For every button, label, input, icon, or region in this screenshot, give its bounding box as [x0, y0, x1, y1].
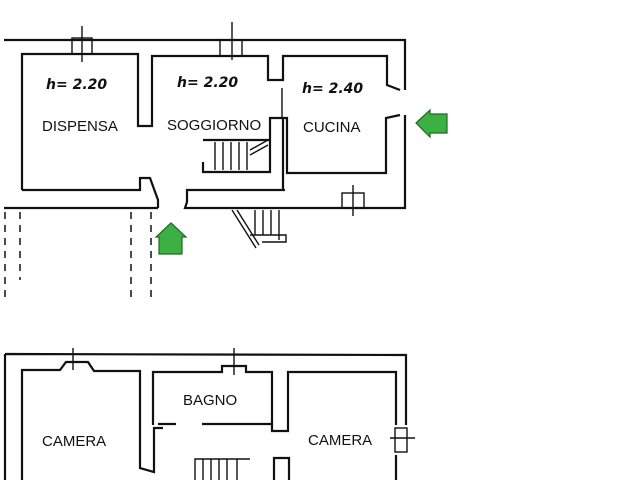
room-label-cucina: CUCINA	[303, 119, 361, 136]
external-staircase	[231, 209, 287, 249]
stair-block	[201, 140, 272, 174]
staircase	[214, 88, 283, 170]
outer-wall-inner	[20, 52, 401, 190]
room-label-soggiorno: SOGGIORNO	[167, 117, 261, 134]
window	[394, 427, 408, 453]
room-label-camera: CAMERA	[42, 433, 106, 450]
staircase	[194, 456, 291, 480]
room-label-camera: CAMERA	[308, 432, 372, 449]
window	[219, 39, 243, 57]
room-label-dispensa: DISPENSA	[42, 118, 118, 135]
outer-wall-inner	[20, 360, 398, 480]
first-floor-plan: BAGNO CAMERA CAMERA	[3, 348, 415, 480]
room-height: h= 2.40	[302, 81, 363, 97]
entrance-arrow-up-icon	[154, 222, 188, 255]
dispensa-wall	[22, 176, 160, 208]
outer-wall	[3, 352, 408, 480]
entrance-arrow-right-icon	[415, 108, 448, 139]
outer-wall	[4, 38, 407, 210]
room-label-bagno: BAGNO	[183, 392, 237, 409]
room-height: h= 2.20	[177, 75, 238, 91]
room-height: h= 2.20	[46, 77, 107, 93]
ground-floor-plan: h= 2.20 DISPENSA h= 2.20 SOGGIORNO h= 2.…	[4, 22, 448, 300]
